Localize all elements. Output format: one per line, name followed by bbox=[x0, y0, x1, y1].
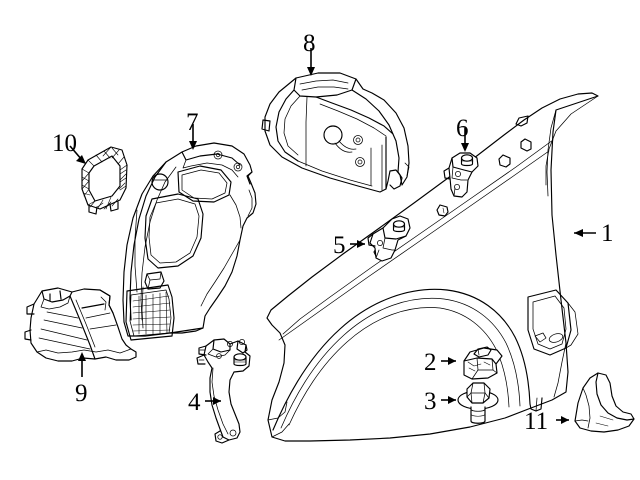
part-11-mud-flap-trim bbox=[574, 372, 635, 433]
part-6-mounting-bracket-upper bbox=[443, 152, 479, 198]
callout-label-5: 5 bbox=[333, 232, 346, 259]
callout-label-11: 11 bbox=[524, 408, 549, 435]
part-2-clip-nut bbox=[463, 346, 503, 380]
callout-label-8: 8 bbox=[303, 30, 316, 57]
part-5-mounting-bracket-lower bbox=[367, 215, 411, 262]
part-8-wheelhouse-liner-front bbox=[261, 72, 410, 193]
part-10-insulation-pad bbox=[81, 146, 128, 215]
callout-label-2: 2 bbox=[424, 349, 437, 376]
leader-arrows bbox=[69, 48, 596, 424]
part-1-fender-panel bbox=[266, 92, 599, 442]
callout-label-10: 10 bbox=[52, 130, 77, 157]
callout-label-6: 6 bbox=[456, 115, 469, 142]
part-9-splash-shield bbox=[24, 287, 137, 362]
callout-label-7: 7 bbox=[186, 109, 199, 136]
part-7-wheelhouse-liner-rear bbox=[122, 142, 257, 341]
callout-label-9: 9 bbox=[75, 380, 88, 407]
callout-label-1: 1 bbox=[601, 220, 614, 247]
callout-label-3: 3 bbox=[424, 388, 437, 415]
callout-label-4: 4 bbox=[188, 389, 201, 416]
part-3-hex-bolt bbox=[457, 382, 499, 424]
